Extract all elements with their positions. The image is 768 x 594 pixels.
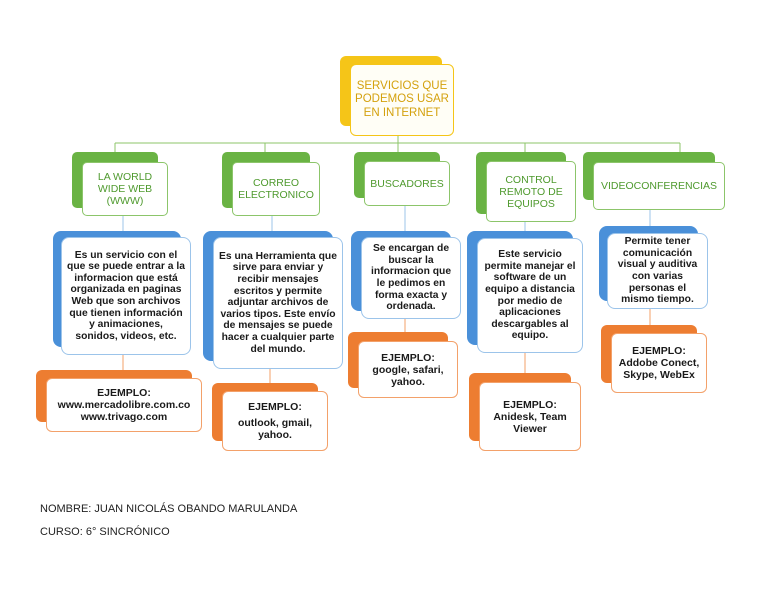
description-text: Este servicio permite manejar el softwar… — [477, 238, 583, 353]
description-videoconferencias: Permite tener comunicación visual y audi… — [599, 226, 708, 309]
category-title: BUSCADORES — [364, 161, 450, 206]
root-node: SERVICIOS QUE PODEMOS USAR EN INTERNET — [340, 56, 454, 136]
example-label: EJEMPLO: — [381, 351, 435, 364]
description-control-remoto: Este servicio permite manejar el softwar… — [467, 231, 583, 353]
description-text: Es un servicio con el que se puede entra… — [61, 237, 191, 355]
description-text: Permite tener comunicación visual y audi… — [607, 233, 708, 309]
example-control-remoto: EJEMPLO: Anidesk, Team Viewer — [469, 373, 581, 451]
example-buscadores: EJEMPLO: google, safari, yahoo. — [348, 332, 458, 398]
example-text: Addobe Conect, Skype, WebEx — [618, 357, 700, 381]
description-buscadores: Se encargan de buscar la informacion que… — [351, 231, 461, 319]
example-label: EJEMPLO: — [632, 345, 686, 357]
category-title: VIDEOCONFERENCIAS — [593, 162, 725, 210]
category-title: LA WORLD WIDE WEB (WWW) — [82, 162, 168, 216]
description-correo: Es una Herramienta que sirve para enviar… — [203, 231, 343, 369]
example-text: Anidesk, Team Viewer — [493, 410, 567, 435]
example-correo: EJEMPLO: outlook, gmail, yahoo. — [212, 383, 328, 451]
example-label: EJEMPLO: — [503, 398, 557, 411]
category-control-remoto: CONTROL REMOTO DE EQUIPOS — [476, 152, 576, 222]
example-label: EJEMPLO: — [97, 387, 151, 399]
category-correo: CORREO ELECTRONICO — [222, 152, 320, 216]
description-text: Se encargan de buscar la informacion que… — [361, 237, 461, 319]
example-label: EJEMPLO: — [248, 401, 302, 413]
description-www: Es un servicio con el que se puede entra… — [53, 231, 191, 355]
example-videoconferencias: EJEMPLO: Addobe Conect, Skype, WebEx — [601, 325, 707, 393]
root-title: SERVICIOS QUE PODEMOS USAR EN INTERNET — [350, 64, 454, 136]
category-videoconferencias: VIDEOCONFERENCIAS — [583, 152, 725, 210]
category-title: CORREO ELECTRONICO — [232, 162, 320, 216]
category-buscadores: BUSCADORES — [354, 152, 450, 206]
example-text: outlook, gmail, yahoo. — [237, 417, 313, 441]
example-text: google, safari, yahoo. — [372, 363, 444, 388]
footer-name: NOMBRE: JUAN NICOLÁS OBANDO MARULANDA — [40, 503, 298, 515]
example-text: www.mercadolibre.com.co www.trivago.com — [57, 399, 191, 423]
footer-course: CURSO: 6° SINCRÓNICO — [40, 526, 170, 538]
description-text: Es una Herramienta que sirve para enviar… — [213, 237, 343, 369]
category-title: CONTROL REMOTO DE EQUIPOS — [486, 161, 576, 222]
example-www: EJEMPLO: www.mercadolibre.com.co www.tri… — [36, 370, 202, 432]
category-www: LA WORLD WIDE WEB (WWW) — [72, 152, 168, 216]
